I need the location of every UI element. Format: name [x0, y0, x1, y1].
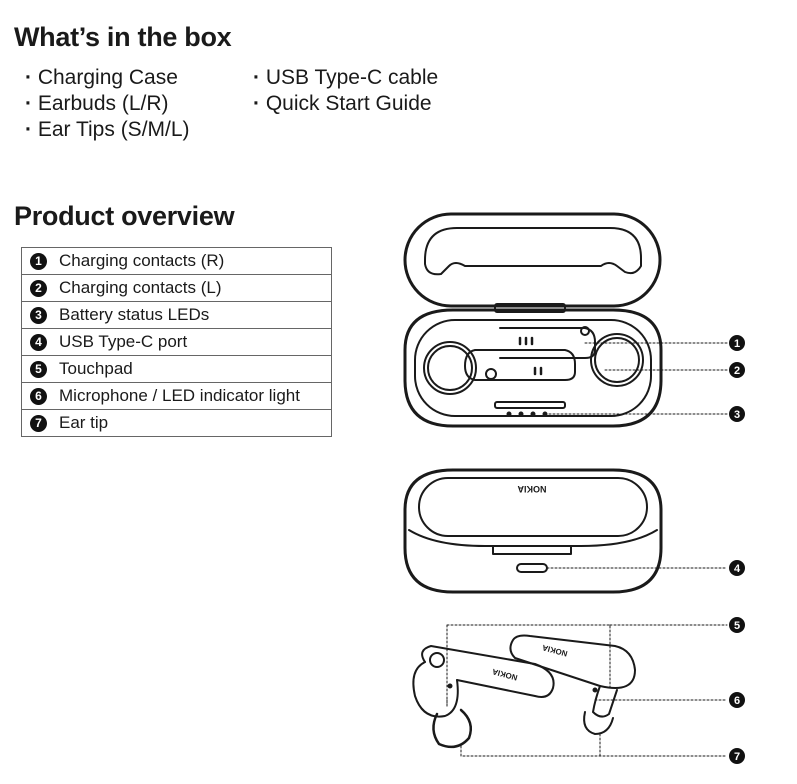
case-base-drawing — [403, 308, 663, 428]
product-overview-title: Product overview — [14, 201, 235, 231]
earbud-logo: NOKIA — [491, 667, 518, 682]
box-contents-title: What’s in the box — [14, 22, 232, 52]
legend-label: Ear tip — [59, 413, 109, 432]
callout-number: 5 — [734, 620, 740, 632]
callout-number: 7 — [734, 751, 740, 763]
list-item: Earbuds (L/R) — [25, 91, 190, 117]
callout-number: 3 — [734, 409, 740, 421]
table-row: 1 Charging contacts (R) — [21, 247, 332, 275]
callout-number: 7 — [30, 415, 47, 433]
callout-number: 4 — [30, 334, 47, 352]
closed-case-drawing: NOKIA — [403, 468, 663, 594]
list-item: Ear Tips (S/M/L) — [25, 117, 190, 143]
table-row: 4 USB Type-C port — [21, 328, 332, 356]
product-illustration: NOKIA NOKIA NOKIA 1 2 3 4 5 — [403, 212, 745, 764]
list-item: Quick Start Guide — [253, 91, 438, 117]
case-lid-drawing — [403, 212, 662, 313]
callout-number: 3 — [30, 307, 47, 325]
legend-label: USB Type-C port — [59, 332, 188, 351]
case-logo: NOKIA — [517, 484, 547, 494]
callout-number: 2 — [734, 365, 740, 377]
callout-number: 6 — [30, 388, 47, 406]
table-row: 3 Battery status LEDs — [21, 301, 332, 329]
legend-label: Touchpad — [59, 359, 133, 378]
legend-label: Battery status LEDs — [59, 305, 210, 324]
list-item: USB Type-C cable — [253, 65, 438, 91]
callout-number: 6 — [734, 695, 740, 707]
table-row: 2 Charging contacts (L) — [21, 274, 332, 302]
legend-label: Charging contacts (R) — [59, 251, 225, 270]
callout-leaders — [446, 342, 728, 757]
list-item: Charging Case — [25, 65, 190, 91]
legend-label: Microphone / LED indicator light — [59, 386, 300, 405]
parts-legend-table: 1 Charging contacts (R) 2 Charging contact… — [21, 247, 332, 437]
callout-markers: 1 2 3 4 5 6 7 — [729, 335, 745, 764]
box-contents-list-left: Charging Case Earbuds (L/R) Ear Tips (S/… — [25, 65, 190, 143]
callout-number: 2 — [30, 280, 47, 298]
table-row: 6 Microphone / LED indicator light — [21, 382, 332, 410]
box-contents-list-right: USB Type-C cable Quick Start Guide — [253, 65, 438, 117]
legend-label: Charging contacts (L) — [59, 278, 222, 297]
earbud-logo: NOKIA — [541, 643, 568, 658]
callout-number: 5 — [30, 361, 47, 379]
table-row: 5 Touchpad — [21, 355, 332, 383]
callout-number: 1 — [30, 253, 47, 271]
callout-number: 1 — [734, 338, 740, 350]
table-row: 7 Ear tip — [21, 409, 332, 437]
callout-number: 4 — [734, 563, 741, 575]
